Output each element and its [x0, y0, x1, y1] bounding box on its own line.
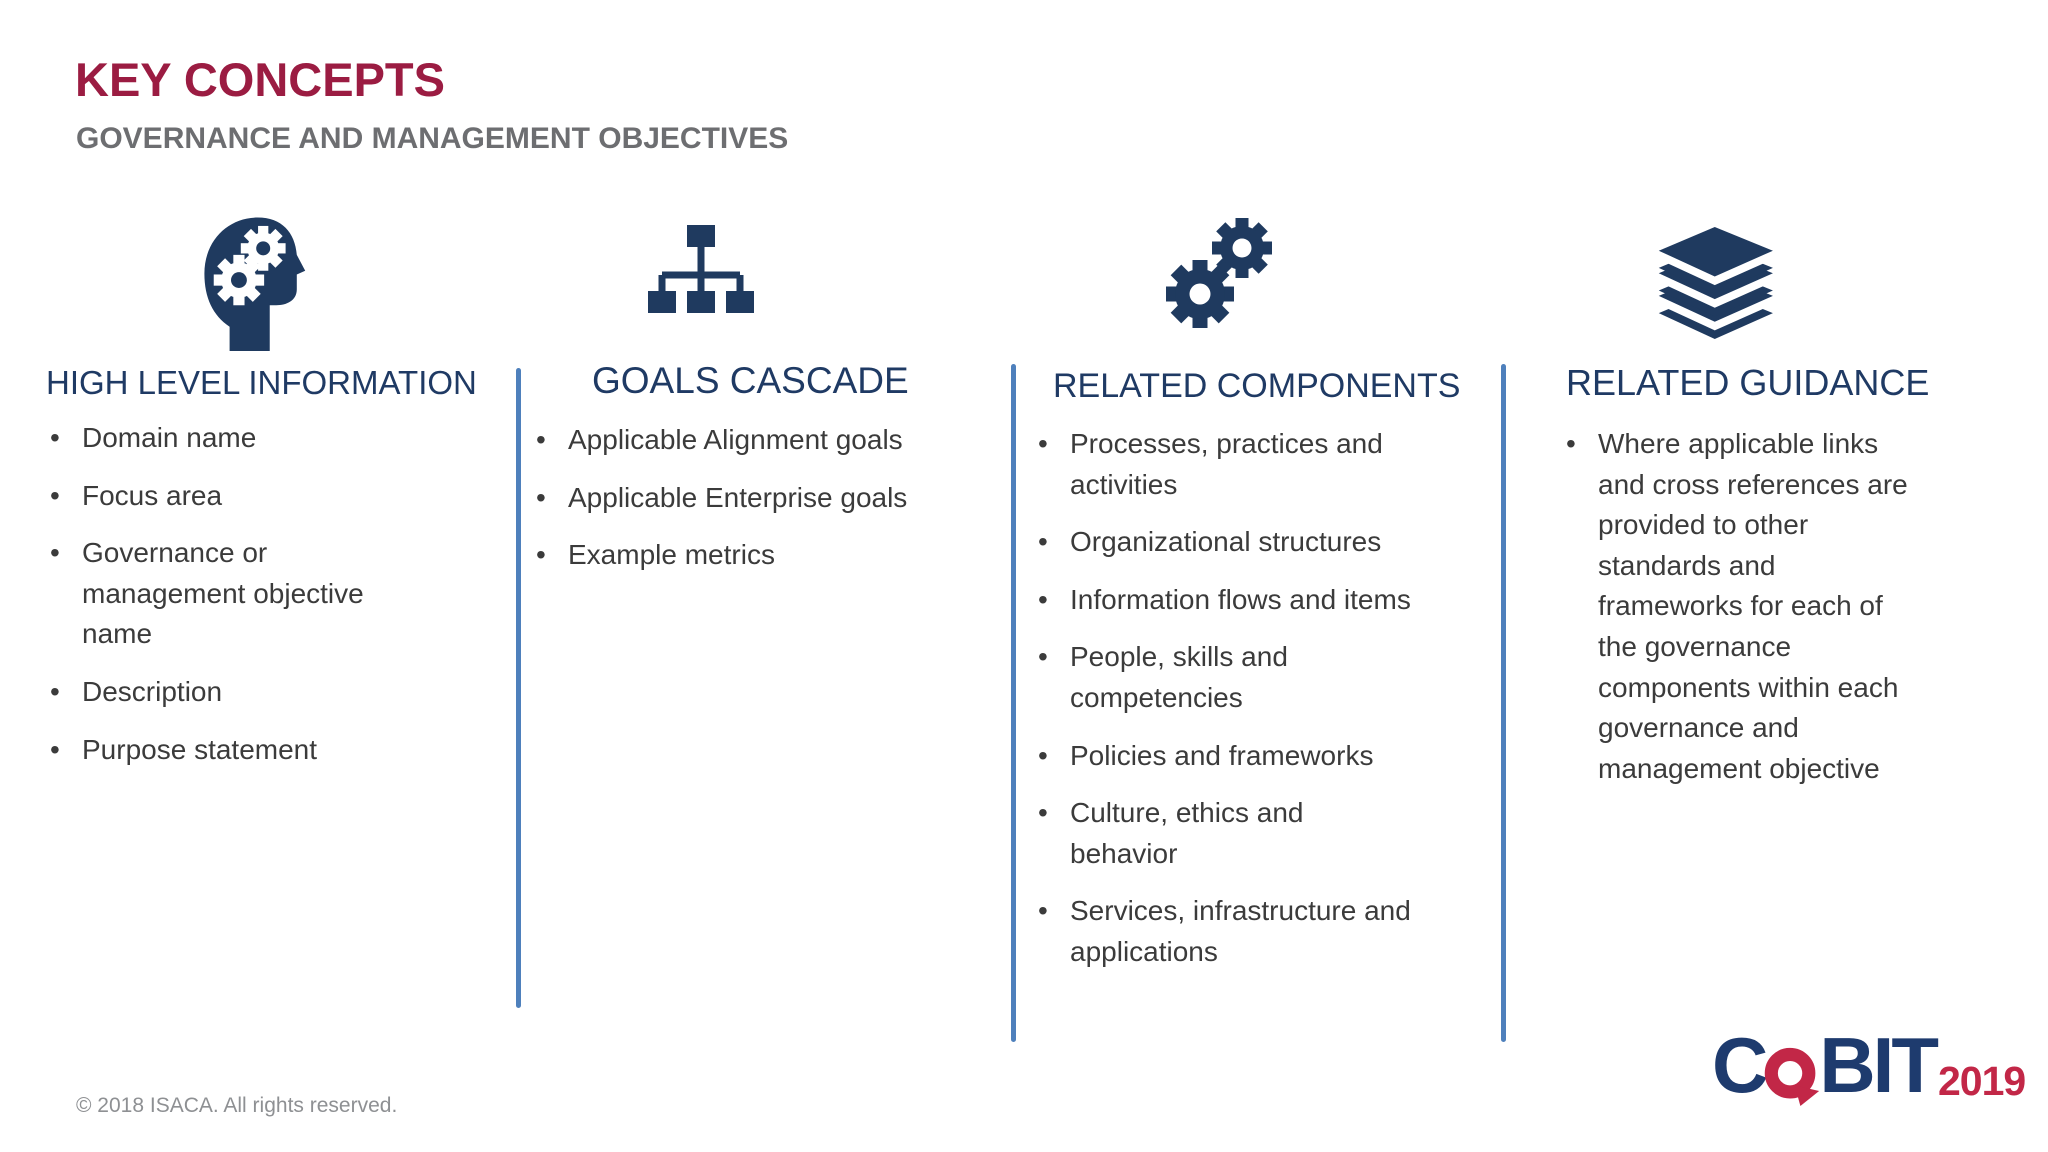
bullet-item: Culture, ethics and behavior	[1034, 793, 1484, 874]
bullet-item: Applicable Enterprise goals	[532, 478, 1002, 519]
related-guidance-list: Where applicable links and cross referen…	[1562, 424, 1992, 806]
copyright-text: © 2018 ISACA. All rights reserved.	[76, 1094, 398, 1117]
bullet-item: Governance or management objective name	[46, 533, 416, 655]
high-level-information-list: Domain nameFocus areaGovernance or manag…	[46, 418, 416, 787]
bullet-item: Where applicable links and cross referen…	[1562, 424, 1992, 789]
bullet-item: Example metrics	[532, 535, 1002, 576]
logo-letter-c: C	[1712, 1021, 1768, 1109]
books-icon	[1658, 227, 1773, 339]
gears-icon	[1166, 218, 1272, 328]
bullet-item: Services, infrastructure and application…	[1034, 891, 1484, 972]
column-divider-3	[1501, 364, 1506, 1042]
bullet-item: Domain name	[46, 418, 416, 459]
bullet-item: Applicable Alignment goals	[532, 420, 1002, 461]
logo-letters-bit: BIT	[1819, 1021, 1939, 1109]
bullet-item: Processes, practices and activities	[1034, 424, 1484, 505]
page-subtitle: GOVERNANCE AND MANAGEMENT OBJECTIVES	[76, 122, 789, 155]
column-header-related-guidance: RELATED GUIDANCE	[1566, 362, 1930, 403]
bullet-item: Description	[46, 672, 416, 713]
bullet-item: Focus area	[46, 476, 416, 517]
column-header-high-level-information: HIGH LEVEL INFORMATION	[46, 364, 477, 401]
related-components-list: Processes, practices and activitiesOrgan…	[1034, 424, 1484, 990]
logo-year: 2019	[1938, 1058, 2026, 1104]
bullet-item: Purpose statement	[46, 730, 416, 771]
bullet-item: People, skills and competencies	[1034, 637, 1484, 718]
column-divider-2	[1011, 364, 1016, 1042]
column-header-goals-cascade: GOALS CASCADE	[592, 360, 909, 401]
goals-cascade-list: Applicable Alignment goalsApplicable Ent…	[532, 420, 1002, 593]
logo-o-arrow-icon	[1765, 1047, 1820, 1106]
bullet-item: Organizational structures	[1034, 522, 1484, 563]
column-header-related-components: RELATED COMPONENTS	[1053, 367, 1461, 405]
column-divider-1	[516, 368, 521, 1008]
bullet-item: Policies and frameworks	[1034, 736, 1484, 777]
org-chart-icon	[648, 225, 754, 313]
page-title: KEY CONCEPTS	[75, 53, 445, 106]
head-gears-icon	[204, 217, 306, 351]
bullet-item: Information flows and items	[1034, 580, 1484, 621]
cobit-2019-logo: C BIT 2019	[1712, 1021, 2026, 1109]
